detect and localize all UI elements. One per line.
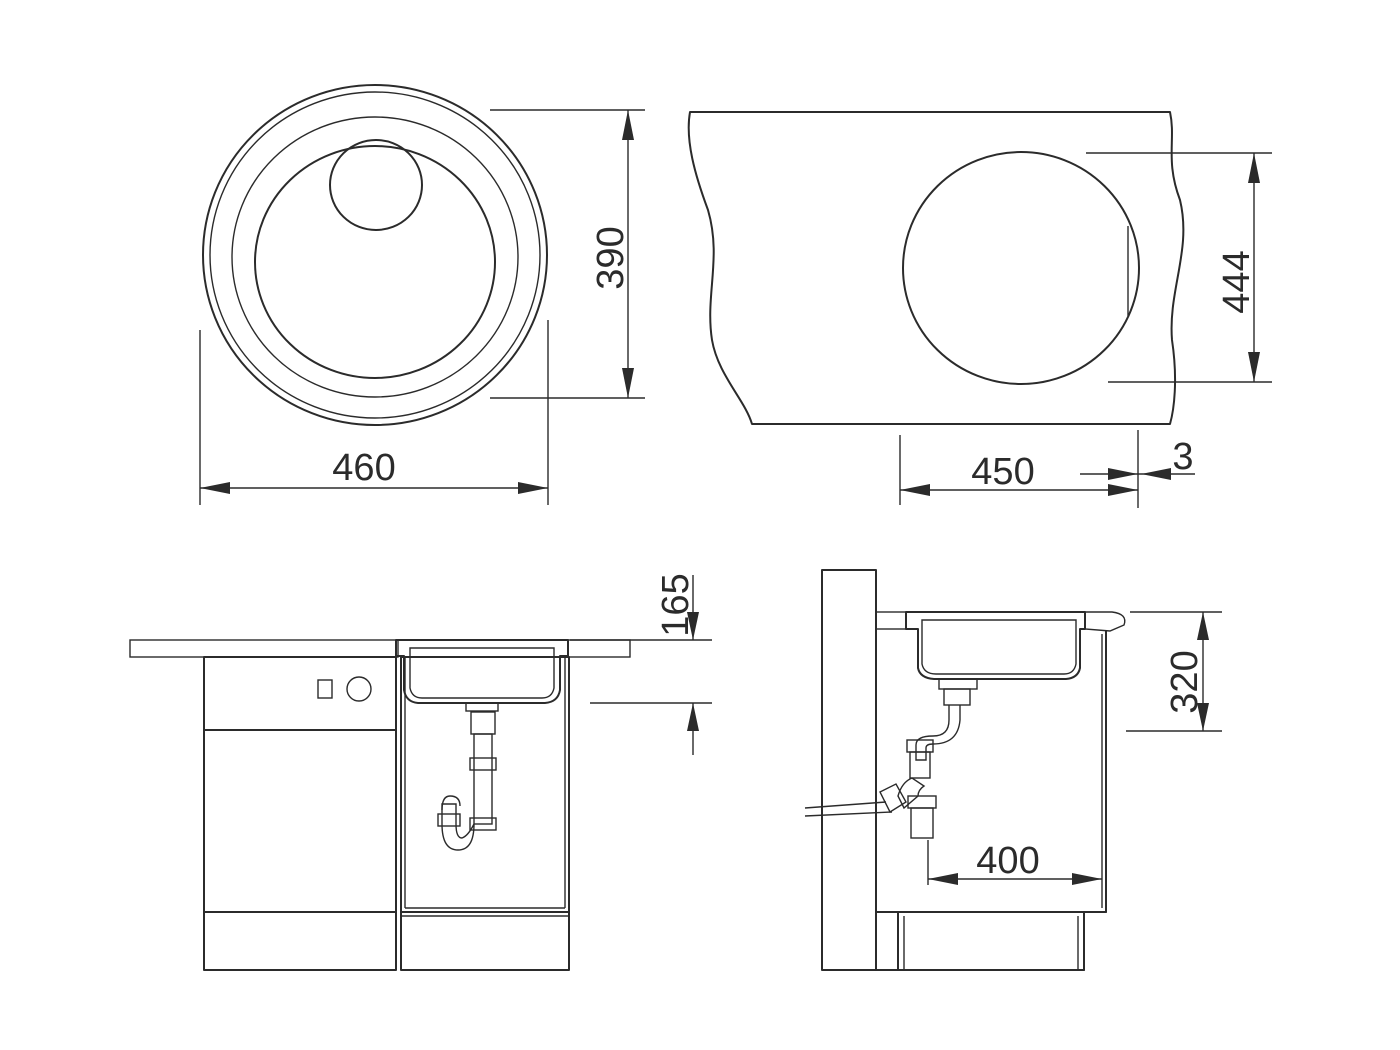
dim-390: 390 [590, 226, 632, 289]
cutout-circle [902, 151, 1140, 385]
drain-hole [329, 139, 423, 231]
side-installation-view [804, 569, 1126, 971]
dim-3: 3 [1172, 436, 1193, 478]
dim-165: 165 [655, 573, 697, 636]
front-installation-view [129, 639, 631, 971]
dim-400: 400 [976, 840, 1039, 882]
dim-450: 450 [971, 451, 1034, 493]
cutout-dimensions [899, 152, 1272, 508]
cutout-view [687, 111, 1185, 425]
control-knob [346, 676, 372, 702]
dim-460: 460 [332, 447, 395, 489]
front-dimensions [570, 575, 712, 755]
top-view-sink [202, 84, 548, 426]
side-dimensions [927, 611, 1222, 885]
top-view-dimensions [199, 109, 645, 505]
control-button [317, 679, 333, 699]
dim-444: 444 [1216, 250, 1258, 313]
dim-320: 320 [1164, 650, 1206, 713]
